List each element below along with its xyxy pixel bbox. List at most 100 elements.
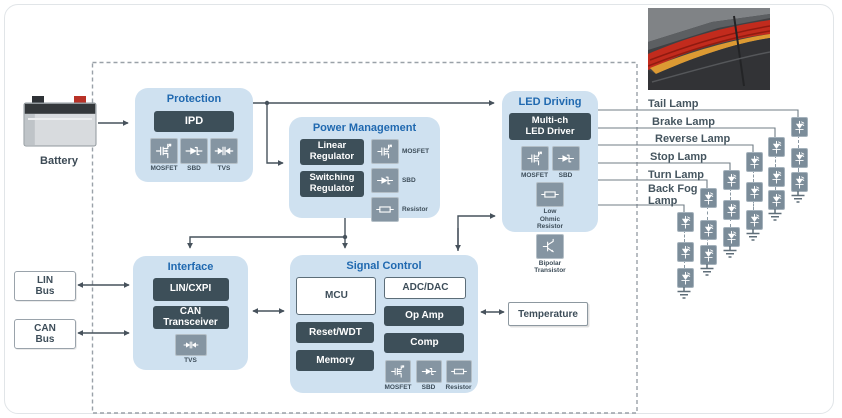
temperature-box: Temperature [508,302,588,326]
led-connector [774,155,776,167]
tvs-icon [210,138,238,164]
chip-linear-regulator: Linear Regulator [299,139,364,165]
resistor-label: Resistor [401,205,428,213]
resistor-icon [370,197,399,222]
lamp-label-tail-lamp: Tail Lamp [648,98,699,110]
chip-lin-cxpi: LIN/CXPI [152,278,229,301]
battery-label: Battery [40,155,78,167]
resistor-label: Resistor [445,384,472,391]
lamp-label-reverse-lamp: Reverse Lamp [655,133,731,145]
sbd-label: SBD [421,384,436,391]
led-icon [745,182,763,202]
led-icon [767,137,785,157]
tvs-label: TVS [184,357,197,364]
resistor-component: Resistor [445,360,472,391]
led-icon [790,148,808,168]
bjt-label: Bipolar Transistor [534,259,566,275]
led-connector [752,200,754,210]
led-connector [683,260,685,268]
interface-title: Interface [167,261,214,273]
resistor-component: Resistor [370,197,429,222]
mosfet-icon [150,138,178,164]
signal-control-components: MOSFET SBD Resistor [384,360,472,391]
tvs-component: TVS [174,334,207,364]
sbd-icon [370,168,399,193]
signal-control-title: Signal Control [346,260,422,272]
ground-icon [767,209,783,228]
can-bus-box: CAN Bus [14,319,76,349]
chip-mcu: MCU [296,277,377,315]
led-icon [676,212,694,232]
led-connector [729,188,731,200]
chip-memory: Memory [296,350,375,371]
resistor-icon [536,182,564,208]
block-led-driving: LED Driving Multi-ch LED Driver MOSFET SB… [502,91,598,274]
led-connector [797,135,799,148]
bjt-icon [536,233,564,259]
ground-icon [676,287,692,306]
mosfet-component: MOSFET [384,360,412,391]
protection-title: Protection [166,93,222,105]
led-connector [706,238,708,245]
led-connector [729,218,731,227]
mosfet-component: MOSFET [150,138,178,172]
tvs-icon [174,334,207,356]
led-driving-chips: Multi-ch LED Driver [509,108,591,140]
resistor-label: Low Ohmic Resistor [536,208,563,231]
lamp-label-brake-lamp: Brake Lamp [652,116,715,128]
chip-ipd: IPD [154,111,234,132]
lamp-lines [598,109,799,212]
battery-illustration [23,96,97,147]
led-connector [752,170,754,182]
lamp-label-back-fog-lamp: Back Fog Lamp [648,183,698,208]
mosfet-label: MOSFET [384,384,412,391]
mosfet-icon [520,146,549,171]
sbd-component: SBD [551,146,580,179]
bjt-component: Bipolar Transistor [534,233,566,275]
led-icon [699,220,717,240]
led-icon [767,167,785,187]
tvs-component: TVS [210,138,238,172]
chip-multi-ch-led-driver: Multi-ch LED Driver [509,113,591,140]
sbd-icon [551,146,580,171]
power-management-components: MOSFET SBD Resistor [370,139,429,222]
mosfet-icon [370,139,399,164]
led-icon [790,117,808,137]
resistor-icon [445,360,472,383]
sbd-label: SBD [558,172,573,179]
junction-dots [264,100,348,240]
led-connector [774,185,776,190]
lamp-label-stop-lamp: Stop Lamp [650,151,707,163]
led-icon [722,170,740,190]
mosfet-component: MOSFET [520,146,549,179]
led-icon [722,227,740,247]
power-management-title: Power Management [312,122,417,134]
sbd-label: SBD [401,176,416,184]
led-connector [797,166,799,172]
chip-reset-wdt: Reset/WDT [296,322,375,343]
led-icon [745,210,763,230]
mosfet-component: MOSFET [370,139,429,164]
protection-chips: IPD [154,105,234,132]
led-icon [722,200,740,220]
led-icon [745,152,763,172]
lin-bus-box: LIN Bus [14,271,76,301]
ground-icon [699,264,715,283]
led-driving-title: LED Driving [518,96,582,108]
sbd-component: SBD [370,168,429,193]
ground-icon [790,191,806,210]
interface-components: TVS [174,334,207,364]
tvs-label: TVS [217,165,231,172]
